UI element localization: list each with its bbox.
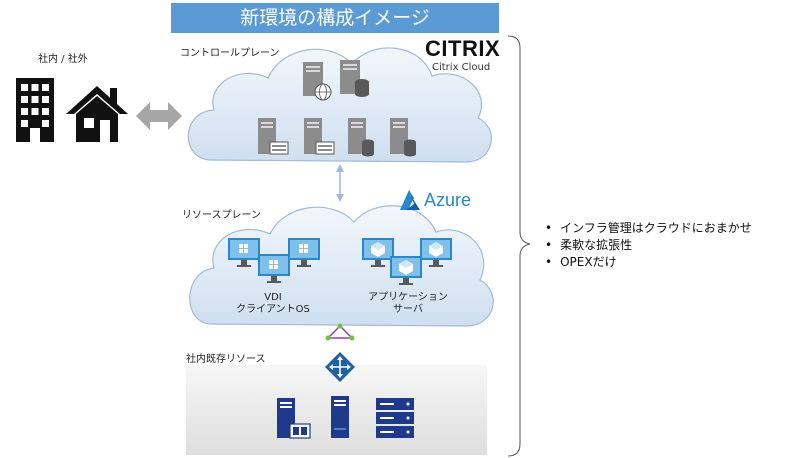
citrix-cloud-label: Citrix Cloud	[432, 62, 491, 73]
web-server-icon	[303, 62, 332, 101]
vdi-monitor-icon	[228, 238, 260, 267]
network-peering-icon	[325, 323, 355, 341]
home-icon	[66, 86, 128, 142]
app-server-icon	[304, 118, 335, 155]
app-server-monitor-icon	[390, 256, 422, 285]
app-server-monitor-icon	[362, 238, 394, 267]
vpn-gateway-icon	[325, 352, 355, 382]
benefit-item: 柔軟な拡張性	[545, 237, 752, 254]
control-plane-cloud	[187, 47, 492, 163]
vdi-label: VDI クライアントOS	[236, 292, 310, 315]
azure-logo-icon	[400, 190, 420, 210]
onprem-file-server-icon	[277, 398, 311, 439]
resource-plane-cloud	[189, 205, 494, 327]
vdi-monitor-icon	[258, 254, 290, 283]
vdi-monitor-icon	[288, 238, 320, 267]
resource-plane-label: リソースプレーン	[182, 210, 261, 221]
bidirectional-arrow-icon	[136, 102, 182, 130]
database-server-icon	[390, 118, 416, 157]
database-server-icon	[340, 60, 369, 97]
citrix-logo: CITRIX	[425, 36, 501, 61]
app-server-label: アプリケーション サーバ	[368, 292, 448, 315]
benefits-list: インフラ管理はクラウドにおまかせ 柔軟な拡張性 OPEXだけ	[545, 220, 752, 271]
app-server-monitor-icon	[420, 238, 452, 267]
onprem-label: 社内既存リソース	[186, 354, 266, 365]
plane-connector-arrow	[336, 164, 344, 202]
onprem-server-icon	[331, 396, 349, 438]
benefit-item: インフラ管理はクラウドにおまかせ	[545, 220, 752, 237]
onprem-storage-rack-icon	[376, 398, 414, 438]
benefit-item: OPEXだけ	[545, 254, 752, 271]
office-building-icon	[16, 78, 54, 142]
control-plane-label: コントロールプレーン	[180, 48, 280, 59]
database-server-icon	[348, 118, 374, 157]
benefits-bracket	[507, 35, 531, 457]
app-server-icon	[258, 118, 289, 155]
site-label: 社内 / 社外	[38, 54, 88, 65]
page-title: 新環境の構成イメージ	[171, 3, 499, 33]
azure-label: Azure	[424, 190, 472, 210]
